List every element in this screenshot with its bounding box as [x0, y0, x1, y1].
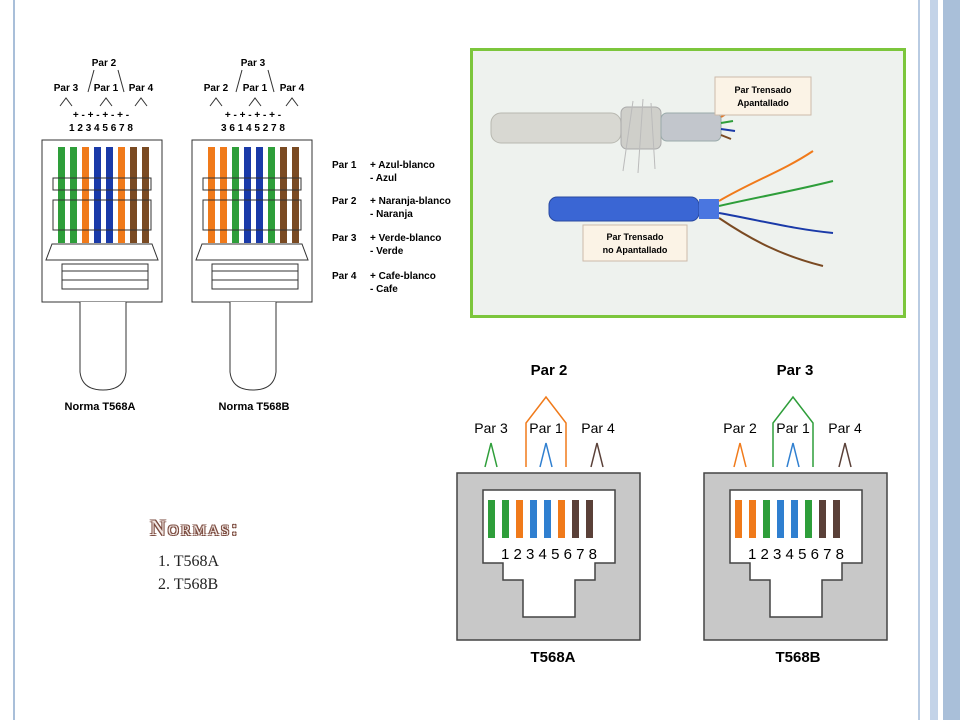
plug-a-wires [58, 147, 149, 243]
cable-photo-illustration: Par Trensado Apantallado Par Trensado no… [473, 51, 903, 315]
plug-a-pair-left: Par 3 [54, 83, 79, 94]
plug-b-pair-top: Par 3 [241, 58, 266, 69]
jack-b-pair-left: Par 2 [723, 420, 757, 436]
normas-item-2: 2. T568B [158, 576, 219, 593]
normas-title: Normas: [150, 515, 240, 540]
pair-legend: Par 1 + Azul-blanco - Azul Par 2 + Naran… [332, 160, 451, 295]
right-frame-bar-outer [918, 0, 920, 720]
jack-a-pair-left: Par 3 [474, 420, 508, 436]
legend-pair-3: Par 3 [332, 233, 357, 244]
jack-a-pair-right: Par 4 [581, 420, 615, 436]
plug-a-pair-right: Par 4 [129, 83, 154, 94]
label-unshielded-line2: no Apantallado [603, 245, 668, 255]
plug-diagrams: Par 2 Par 3 Par 1 Par 4 + - + - + - + - … [41, 58, 451, 413]
jack-a-wires [488, 500, 593, 538]
plug-a-pins: 1 2 3 4 5 6 7 8 [69, 123, 133, 134]
legend-pair-3-plus: + Verde-blanco [370, 233, 441, 244]
legend-pair-2-plus: + Naranja-blanco [370, 196, 451, 207]
jack-diagrams: Par 2 Par 3 Par 1 Par 4 1 2 3 4 5 6 7 8 … [456, 362, 888, 666]
normas-list: 1. T568A 2. T568B [158, 553, 219, 599]
cable-photo: Par Trensado Apantallado Par Trensado no… [470, 48, 906, 318]
label-shielded-line1: Par Trensado [734, 85, 792, 95]
plug-t568b: Par 3 Par 2 Par 1 Par 4 + - + - + - + - … [191, 58, 313, 413]
jack-t568b: Par 3 Par 2 Par 1 Par 4 1 2 3 4 5 6 7 8 … [703, 362, 888, 666]
jack-b-pair-mid: Par 1 [776, 420, 810, 436]
jack-b-pair-right: Par 4 [828, 420, 862, 436]
plug-t568a: Par 2 Par 3 Par 1 Par 4 + - + - + - + - … [41, 58, 163, 413]
legend-pair-1-minus: - Azul [370, 173, 397, 184]
jack-b-caption: T568B [775, 649, 820, 666]
plug-b-pair-left: Par 2 [204, 83, 229, 94]
jack-t568a: Par 2 Par 3 Par 1 Par 4 1 2 3 4 5 6 7 8 … [456, 362, 641, 666]
label-unshielded-line1: Par Trensado [606, 232, 664, 242]
plug-a-signs: + - + - + - + - [73, 110, 129, 121]
jack-a-pair-mid: Par 1 [529, 420, 563, 436]
right-frame-bar-mid [930, 0, 938, 720]
plug-a-pair-top: Par 2 [92, 58, 117, 69]
right-frame-bar-inner [943, 0, 960, 720]
plug-b-pair-mid: Par 1 [243, 83, 268, 94]
legend-pair-4-minus: - Cafe [370, 284, 398, 295]
label-shielded-line2: Apantallado [737, 98, 789, 108]
jack-a-pins: 1 2 3 4 5 6 7 8 [501, 546, 597, 563]
jack-b-pins: 1 2 3 4 5 6 7 8 [748, 546, 844, 563]
jack-a-pair-top: Par 2 [531, 362, 568, 379]
plug-a-caption: Norma T568A [65, 401, 136, 413]
legend-pair-1: Par 1 [332, 160, 357, 171]
jack-b-wires [735, 500, 840, 538]
plug-b-signs: + - + - + - + - [225, 110, 281, 121]
legend-pair-3-minus: - Verde [370, 246, 404, 257]
jack-a-caption: T568A [530, 649, 575, 666]
legend-pair-2: Par 2 [332, 196, 357, 207]
legend-pair-4: Par 4 [332, 271, 357, 282]
legend-pair-4-plus: + Cafe-blanco [370, 271, 436, 282]
normas-item-1: 1. T568A [158, 553, 220, 570]
plug-b-pins: 3 6 1 4 5 2 7 8 [221, 123, 285, 134]
left-border-line [13, 0, 15, 720]
legend-pair-1-plus: + Azul-blanco [370, 160, 435, 171]
plug-b-caption: Norma T568B [219, 401, 290, 413]
plug-b-wires [208, 147, 299, 243]
plug-a-pair-mid: Par 1 [94, 83, 119, 94]
plug-b-pair-right: Par 4 [280, 83, 305, 94]
jack-b-pair-top: Par 3 [777, 362, 814, 379]
legend-pair-2-minus: - Naranja [370, 209, 413, 220]
